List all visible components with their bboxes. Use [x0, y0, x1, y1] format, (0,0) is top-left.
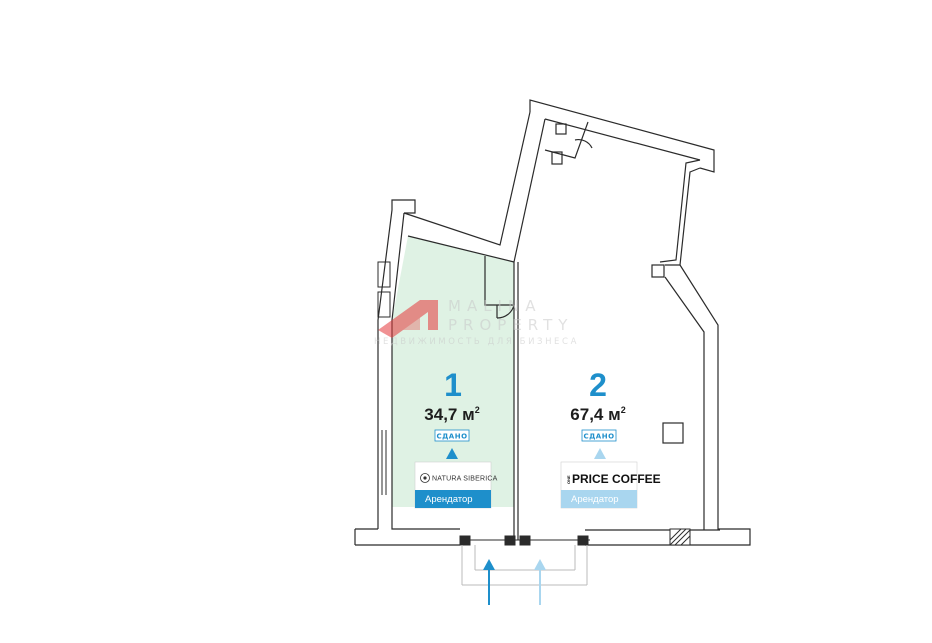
watermark-logo-icon [378, 300, 438, 338]
unit-2-labels: 2 67,4 м2 СДАНО ONE PRICE COFFEE Арендат… [560, 367, 661, 509]
unit-1-status-text: СДАНО [436, 433, 467, 441]
unit-2-pointer-icon [594, 448, 606, 459]
unit-2-tenant-label: Арендатор [571, 494, 619, 505]
unit-1-tenant-name: NATURA SIBERICA [432, 476, 498, 483]
unit-1-area: 34,7 м2 [424, 405, 479, 424]
watermark-brand-line1: MALINA [448, 297, 541, 315]
unit-1-tenant-label: Арендатор [425, 494, 473, 505]
watermark: MALINA PROPERTY НЕДВИЖИМОСТЬ ДЛЯ БИЗНЕСА [374, 297, 579, 347]
column-unit-2 [662, 422, 684, 444]
entrance-storefront [459, 535, 590, 586]
unit-1-number: 1 [444, 367, 462, 403]
unit-1-status-badge [434, 429, 470, 442]
unit-2-number: 2 [589, 367, 607, 403]
entrance-arrow-2 [534, 559, 546, 605]
watermark-tagline: НЕДВИЖИМОСТЬ ДЛЯ БИЗНЕСА [374, 337, 579, 347]
hatched-block [669, 528, 691, 546]
natura-siberica-logo-icon [420, 473, 430, 483]
unit-2-tenant-name: PRICE COFFEE [572, 472, 661, 486]
walls [354, 99, 751, 546]
unit-2-status-text: СДАНО [583, 433, 614, 441]
unit-1-pointer-icon [446, 448, 458, 459]
watermark-brand-line2: PROPERTY [448, 316, 573, 334]
entrance-arrow-1 [483, 559, 495, 605]
unit-1-labels: 1 34,7 м2 СДАНО NATURA SIBERICA Арендато… [414, 367, 498, 509]
unit-2-area: 67,4 м2 [570, 405, 625, 424]
unit-2-status-badge [581, 429, 617, 442]
left-windows [377, 261, 391, 495]
unit-2-tenant-name-small: ONE [566, 475, 571, 484]
